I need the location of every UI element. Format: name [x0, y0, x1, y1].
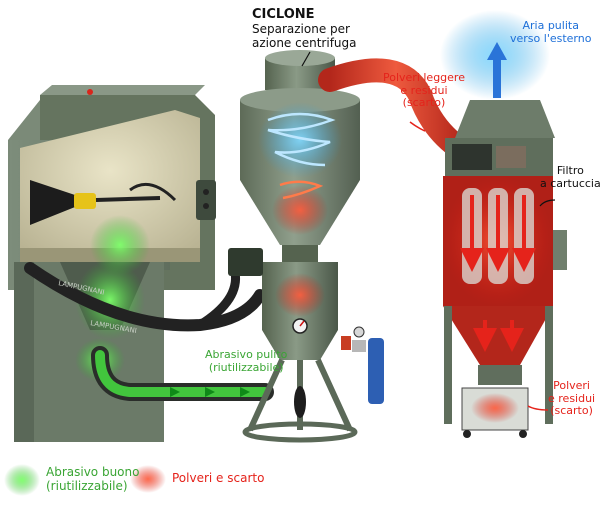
legend-waste: Polveri e scarto: [172, 471, 265, 486]
legend-good-abrasive: Abrasivo buono (riutilizzabile): [46, 465, 140, 494]
filter-line-1: Filtro: [556, 164, 584, 177]
blast-hose: [24, 262, 266, 332]
clean-air-line-2: verso l'esterno: [510, 31, 592, 45]
up-arrow-icon: [487, 42, 507, 60]
legend-good-line-1: Abrasivo buono: [46, 465, 140, 479]
cartridge-filter-label: Filtro a cartuccia: [540, 164, 600, 190]
light-dust-line-1: Polveri leggere: [383, 71, 465, 84]
blast-nozzle: [30, 180, 177, 225]
clean-air-label: Aria pulita verso l'esterno: [510, 19, 592, 45]
side-control-box: [196, 180, 216, 220]
clean-abrasive-label: Abrasivo pulito (riutilizzabile): [205, 348, 288, 374]
air-filter: [368, 338, 384, 404]
leader-polveri-leggere: [409, 121, 426, 132]
light-dust-line-2: e residui: [400, 83, 448, 97]
warning-light: [87, 89, 93, 95]
legend-red-icon: [130, 465, 166, 493]
cartridge-filter-unit: [443, 100, 567, 438]
leader-filtro: [539, 199, 556, 207]
legend-green-icon: [4, 464, 40, 496]
cyclone-desc-line-2: azione centrifuga: [252, 35, 357, 50]
legend-good-line-2: (riutilizzabile): [46, 478, 128, 493]
dust-hose: [318, 58, 474, 162]
legend-waste-line: Polveri e scarto: [172, 471, 265, 485]
clean-abrasive-pipe: [91, 346, 274, 401]
cyclone-control-box: [228, 248, 263, 276]
cabinet-interior: [20, 110, 200, 262]
clean-abrasive-line-2: (riutilizzabile): [208, 360, 284, 374]
leader-polveri-residui: [527, 405, 549, 411]
return-hose: [197, 271, 241, 329]
cyclone-desc-line-1: Separazione per: [252, 21, 350, 36]
clean-abrasive-line-1: Abrasivo pulito: [205, 348, 288, 361]
dust-residue-line-2: e residui: [548, 391, 596, 405]
cyclone-label: CICLONE Separazione per azione centrifug…: [252, 7, 357, 51]
clean-air-outflow: [440, 10, 550, 100]
light-dust-label: Polveri leggere e residui (scarto): [383, 71, 465, 110]
light-dust-line-3: (scarto): [402, 96, 446, 110]
leader-ciclone: [301, 51, 311, 67]
dust-residue-line-1: Polveri: [553, 379, 590, 392]
glove-icon: [74, 193, 96, 209]
clean-air-line-1: Aria pulita: [522, 19, 579, 32]
dust-residue-label: Polveri e residui (scarto): [548, 379, 596, 418]
dust-residue-line-3: (scarto): [550, 404, 593, 418]
filter-line-2: a cartuccia: [540, 176, 600, 190]
cyclone-title: CICLONE: [252, 7, 315, 22]
cyclone-unit: [228, 50, 384, 443]
